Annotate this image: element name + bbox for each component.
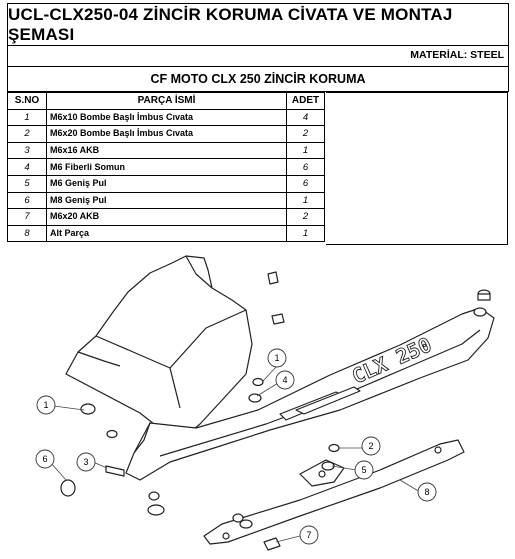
document-subtitle: CF MOTO CLX 250 ZİNCİR KORUMA	[7, 67, 509, 92]
row-no: 1	[7, 108, 47, 127]
material-row: MATERİAL: STEEL	[7, 45, 509, 67]
fiber-nut	[106, 429, 118, 439]
row-name: M6x20 Bombe Başlı İmbus Cıvata	[46, 125, 287, 143]
header-qty: ADET	[286, 92, 325, 110]
balloon-6: 6	[35, 449, 55, 469]
row-no: 7	[7, 208, 47, 226]
row-name: Alt Parça	[46, 224, 287, 243]
upper-guard-plate	[65, 255, 253, 444]
material-label: MATERİAL: STEEL	[410, 49, 504, 61]
round-head-screw	[252, 377, 264, 387]
svg-text:1: 1	[274, 353, 279, 363]
row-name: M8 Geniş Pul	[46, 191, 287, 210]
balloon-7: 7	[299, 525, 319, 545]
bracket-slot-lower	[295, 386, 361, 415]
strip-hole	[434, 446, 442, 454]
tab-hole	[318, 470, 326, 478]
row-name: M6x20 AKB	[46, 208, 287, 226]
header-no: S.NO	[7, 92, 47, 110]
row-no: 3	[7, 141, 47, 160]
document-title: UCL-CLX250-04 ZİNCİR KORUMA CİVATA VE MO…	[7, 3, 509, 46]
row-qty: 6	[286, 174, 325, 193]
fiber-nut	[148, 491, 160, 501]
strip-hole	[222, 532, 230, 540]
akb-bolt	[263, 537, 281, 551]
balloon-1-upper: 1	[267, 348, 287, 368]
fiber-nut	[267, 271, 279, 285]
wide-washer	[239, 519, 253, 529]
row-name: M6x16 AKB	[46, 141, 287, 160]
row-qty: 1	[286, 191, 325, 210]
lower-strip-part	[203, 439, 465, 545]
fiber-nut	[248, 393, 262, 403]
row-qty: 1	[286, 224, 325, 243]
svg-text:2: 2	[368, 441, 373, 451]
balloon-8: 8	[417, 482, 437, 502]
row-qty: 6	[286, 158, 325, 176]
round-head-screw	[80, 403, 96, 415]
row-qty: 2	[286, 208, 325, 226]
row-no: 5	[7, 174, 47, 193]
row-name: M6 Geniş Pul	[46, 174, 287, 193]
row-qty: 4	[286, 108, 325, 127]
screw-shank	[477, 293, 491, 301]
balloon-3: 3	[76, 452, 96, 472]
svg-text:1: 1	[43, 400, 48, 410]
balloon-5: 5	[354, 460, 374, 480]
fiber-nut	[271, 313, 285, 325]
table-blank-panel	[326, 92, 508, 245]
balloon-1-left: 1	[36, 395, 56, 415]
hanger-tab	[299, 459, 345, 487]
svg-text:5: 5	[361, 465, 366, 475]
svg-text:3: 3	[83, 457, 88, 467]
svg-text:4: 4	[282, 375, 287, 385]
balloon-2: 2	[361, 436, 381, 456]
table-header-row: S.NO PARÇA İSMİ ADET	[7, 92, 325, 110]
assembly-drawing: CLX 250	[35, 255, 495, 551]
row-qty: 2	[286, 125, 325, 143]
row-no: 4	[7, 158, 47, 176]
svg-text:7: 7	[306, 530, 311, 540]
header-name: PARÇA İSMİ	[46, 92, 287, 110]
wide-washer	[147, 504, 165, 516]
row-name: M6x10 Bombe Başlı İmbus Cıvata	[46, 108, 287, 127]
fasteners	[60, 271, 491, 551]
row-qty: 1	[286, 141, 325, 160]
row-name: M6 Fiberli Somun	[46, 158, 287, 176]
row-no: 6	[7, 191, 47, 210]
row-no: 8	[7, 224, 47, 243]
balloon-4: 4	[275, 370, 295, 390]
svg-text:8: 8	[424, 487, 429, 497]
akb-bolt	[105, 465, 125, 477]
round-head-screw	[328, 443, 340, 453]
svg-text:6: 6	[42, 454, 47, 464]
bracket-hole	[473, 307, 487, 317]
callout-balloons: 1 4 1 3 6 2 5 8 7	[35, 348, 437, 545]
row-no: 2	[7, 125, 47, 143]
fiber-nut	[232, 513, 244, 523]
m8-washer	[60, 479, 76, 497]
